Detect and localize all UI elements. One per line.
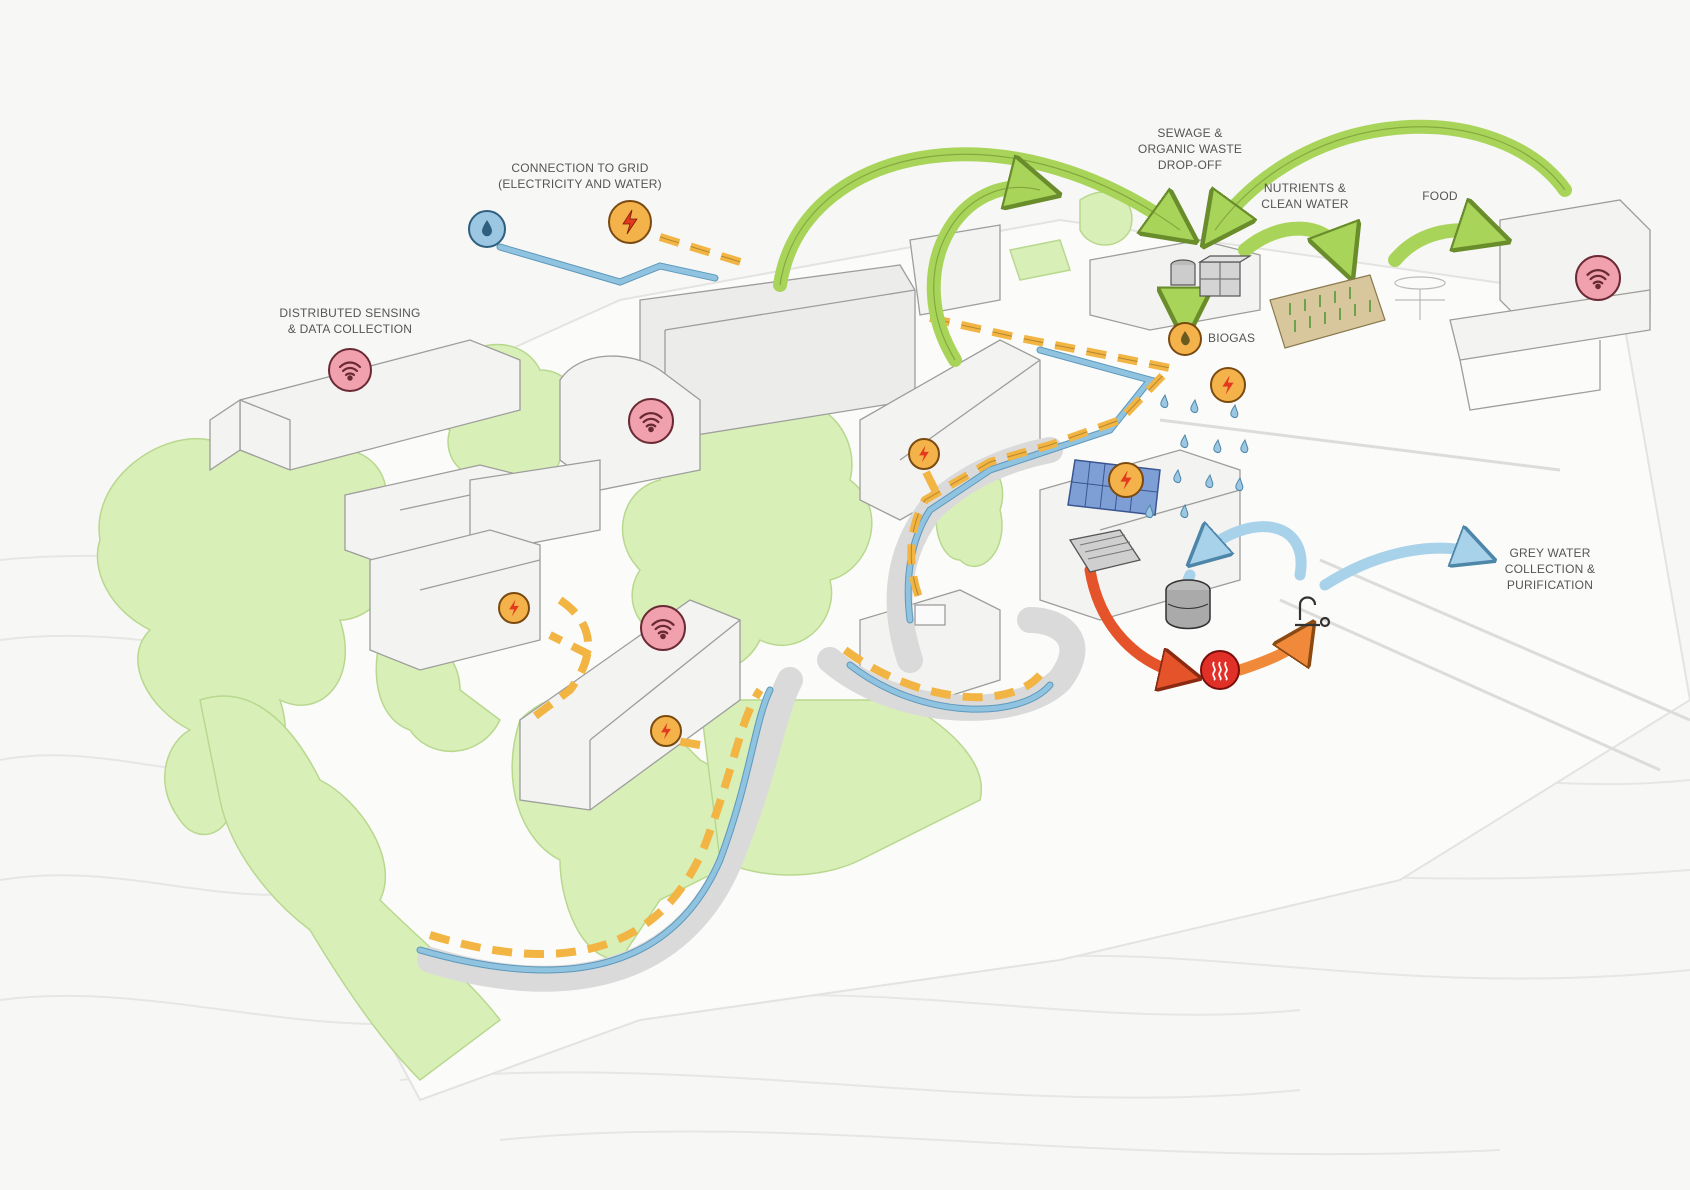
sewage-tanks — [1170, 255, 1253, 297]
lightning-icon — [498, 592, 530, 624]
street — [1159, 418, 1690, 772]
water-drop-icon — [468, 210, 506, 248]
sensing-label: DISTRIBUTED SENSING & DATA COLLECTION — [270, 305, 430, 337]
picnic-table — [1394, 276, 1446, 320]
nutrients-label: NUTRIENTS & CLEAN WATER — [1245, 180, 1365, 212]
sewage-label-line1: SEWAGE & — [1157, 126, 1223, 140]
greywater-label-line3: PURIFICATION — [1506, 578, 1594, 592]
sensing-label-line1: DISTRIBUTED SENSING — [279, 306, 421, 320]
wifi-icon — [628, 398, 674, 444]
water-tank-icon — [1165, 579, 1211, 630]
water-drops — [1145, 393, 1249, 518]
lightning-icon — [608, 200, 652, 244]
wifi-icon — [328, 348, 372, 392]
grid-label-line2: (ELECTRICITY AND WATER) — [498, 177, 662, 191]
sewage-label: SEWAGE & ORGANIC WASTE DROP-OFF — [1120, 125, 1260, 173]
lightning-icon — [908, 438, 940, 470]
sensing-label-line2: & DATA COLLECTION — [287, 322, 413, 336]
biogas-label: BIOGAS — [1208, 330, 1278, 346]
wifi-icon — [640, 605, 686, 651]
electric-lines-outline — [659, 236, 1171, 601]
filter-panel-icon — [1068, 529, 1142, 573]
grid-label-line1: CONNECTION TO GRID — [511, 161, 649, 175]
water-pipes — [416, 243, 1157, 974]
nutrients-label-line2: CLEAN WATER — [1261, 197, 1349, 211]
sewage-label-line2: ORGANIC WASTE — [1137, 142, 1243, 156]
lightning-icon — [1210, 367, 1246, 403]
food-label-text: FOOD — [1422, 189, 1458, 203]
greywater-label-line1: GREY WATER — [1509, 546, 1591, 560]
sewage-label-line3: DROP-OFF — [1157, 158, 1223, 172]
wifi-icon — [1575, 255, 1621, 301]
biogas-label-text: BIOGAS — [1208, 331, 1256, 345]
greywater-label-line2: COLLECTION & — [1504, 562, 1596, 576]
lightning-icon — [650, 715, 682, 747]
food-label: FOOD — [1410, 188, 1470, 204]
grid-connection-label: CONNECTION TO GRID (ELECTRICITY AND WATE… — [480, 160, 680, 192]
flame-drop-icon — [1168, 322, 1202, 356]
flow-arrows-green-outline — [779, 126, 1566, 361]
faucet-icon — [1295, 596, 1331, 628]
garden-bed — [1269, 274, 1386, 349]
heat-icon — [1200, 650, 1240, 690]
nutrients-label-line1: NUTRIENTS & — [1263, 181, 1347, 195]
lightning-icon — [1108, 462, 1144, 498]
greywater-label: GREY WATER COLLECTION & PURIFICATION — [1490, 545, 1610, 593]
